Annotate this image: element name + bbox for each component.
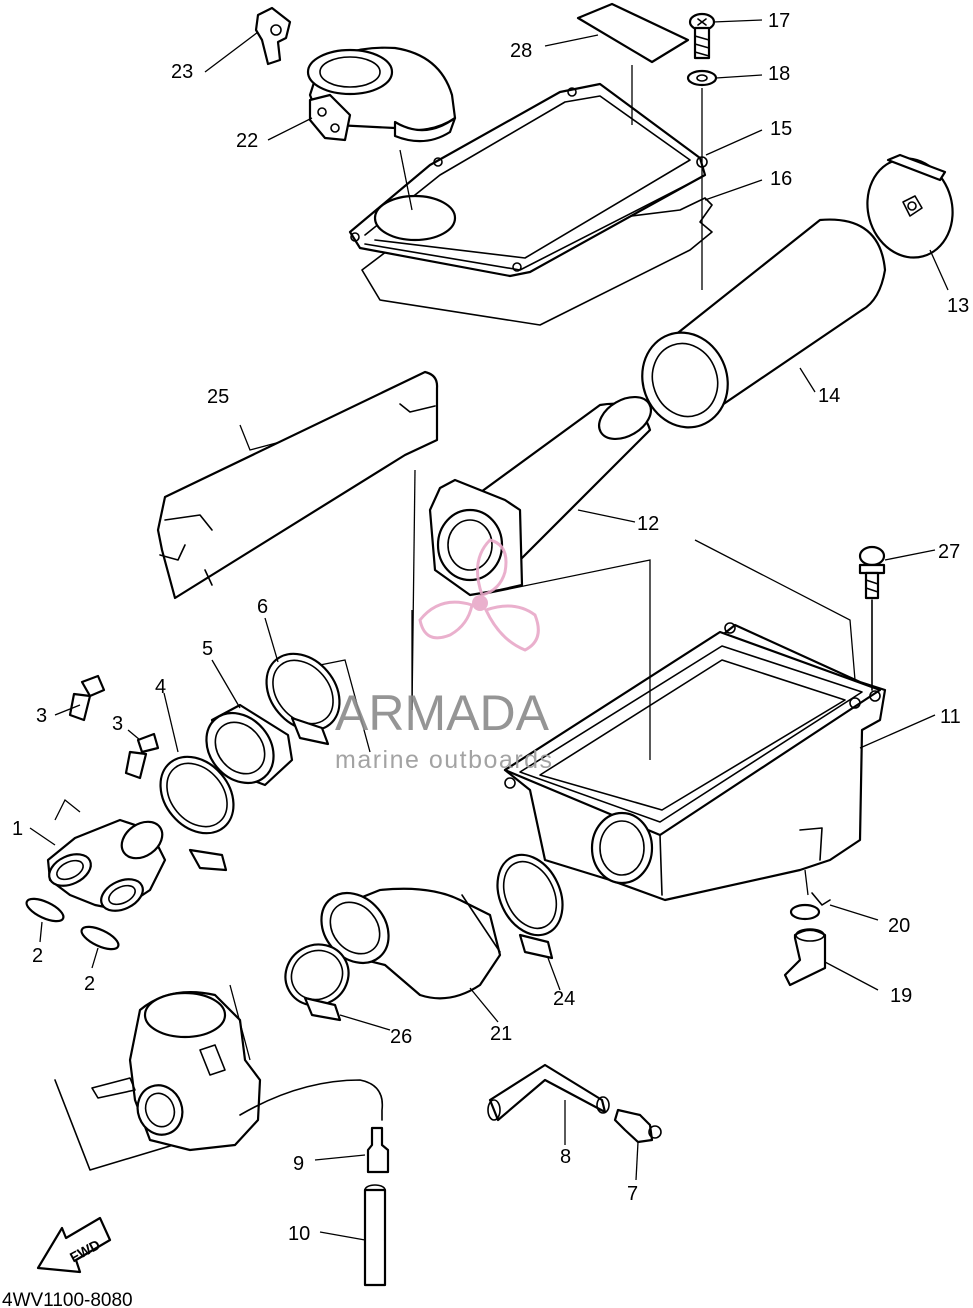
carburetor xyxy=(54,991,262,1171)
callout-6: 6 xyxy=(257,596,268,618)
sealing-sheet xyxy=(156,370,439,600)
hose-fitting xyxy=(254,6,292,66)
callout-10: 10 xyxy=(288,1223,310,1245)
plug-7 xyxy=(613,1108,662,1144)
callout-13: 13 xyxy=(947,295,969,317)
intake-joint-21 xyxy=(320,887,502,1000)
armada-watermark: ARMADA marine outboards xyxy=(335,538,554,774)
screw-17 xyxy=(688,12,716,60)
callout-19: 19 xyxy=(890,985,912,1007)
carb-joint xyxy=(46,818,167,912)
callout-3-a: 3 xyxy=(36,705,47,727)
callout-28: 28 xyxy=(510,40,532,62)
watermark-brand: ARMADA xyxy=(335,685,550,741)
hose-clip-20 xyxy=(789,892,831,921)
callout-2-a: 2 xyxy=(32,945,43,967)
callout-3-b: 3 xyxy=(112,713,123,735)
callout-20: 20 xyxy=(888,915,910,937)
callout-24: 24 xyxy=(553,988,575,1010)
callout-25: 25 xyxy=(207,386,229,408)
o-ring-left xyxy=(25,897,65,923)
intake-duct xyxy=(306,46,457,143)
callout-2-b: 2 xyxy=(84,973,95,995)
callout-5: 5 xyxy=(202,638,213,660)
callout-11: 11 xyxy=(940,706,961,728)
hose-clamp-6 xyxy=(265,652,341,746)
hose-clamp-4 xyxy=(159,755,235,872)
callout-15: 15 xyxy=(770,118,792,140)
callout-17: 17 xyxy=(768,10,790,32)
drawing-code: 4WV1100-8080 xyxy=(2,1290,133,1308)
washer-18 xyxy=(686,69,718,87)
bolt-3-a xyxy=(68,674,106,722)
check-valve-9 xyxy=(366,1126,390,1174)
fwd-arrow-icon: FWD xyxy=(36,1216,112,1274)
breather-hose-8 xyxy=(487,1063,610,1122)
drain-cap xyxy=(783,928,827,987)
callout-4: 4 xyxy=(155,676,166,698)
hose-clamp-26 xyxy=(284,943,350,1022)
callout-14: 14 xyxy=(818,385,840,407)
bolt-3-b xyxy=(124,732,160,780)
callout-9: 9 xyxy=(293,1153,304,1175)
end-cap xyxy=(866,153,954,259)
callout-26: 26 xyxy=(390,1026,412,1048)
o-ring-right xyxy=(80,925,120,951)
air-filter-element xyxy=(641,218,887,429)
air-box-case xyxy=(503,622,887,902)
callout-21: 21 xyxy=(490,1023,512,1045)
filter-guide xyxy=(428,395,652,597)
leader-lines xyxy=(29,19,949,1241)
watermark-tagline: marine outboards xyxy=(335,746,554,774)
propeller-logo-icon xyxy=(418,538,540,652)
callout-27: 27 xyxy=(938,541,960,563)
hose-clamp-24 xyxy=(496,853,564,960)
callout-18: 18 xyxy=(768,63,790,85)
callout-8: 8 xyxy=(560,1146,571,1168)
callout-23: 23 xyxy=(171,61,193,83)
callout-1: 1 xyxy=(12,818,23,840)
rubber-joint-5 xyxy=(205,703,294,787)
callout-16: 16 xyxy=(770,168,792,190)
callout-numbers: 1 2 2 3 3 4 5 6 7 8 9 10 11 12 13 14 15 … xyxy=(12,10,969,1245)
air-box-cover xyxy=(348,2,713,326)
callout-12: 12 xyxy=(637,513,659,535)
callout-22: 22 xyxy=(236,130,258,152)
bolt-27 xyxy=(858,545,886,691)
drain-hose-10 xyxy=(363,1184,387,1287)
callout-7: 7 xyxy=(627,1183,638,1205)
vent-hose xyxy=(239,1079,384,1121)
